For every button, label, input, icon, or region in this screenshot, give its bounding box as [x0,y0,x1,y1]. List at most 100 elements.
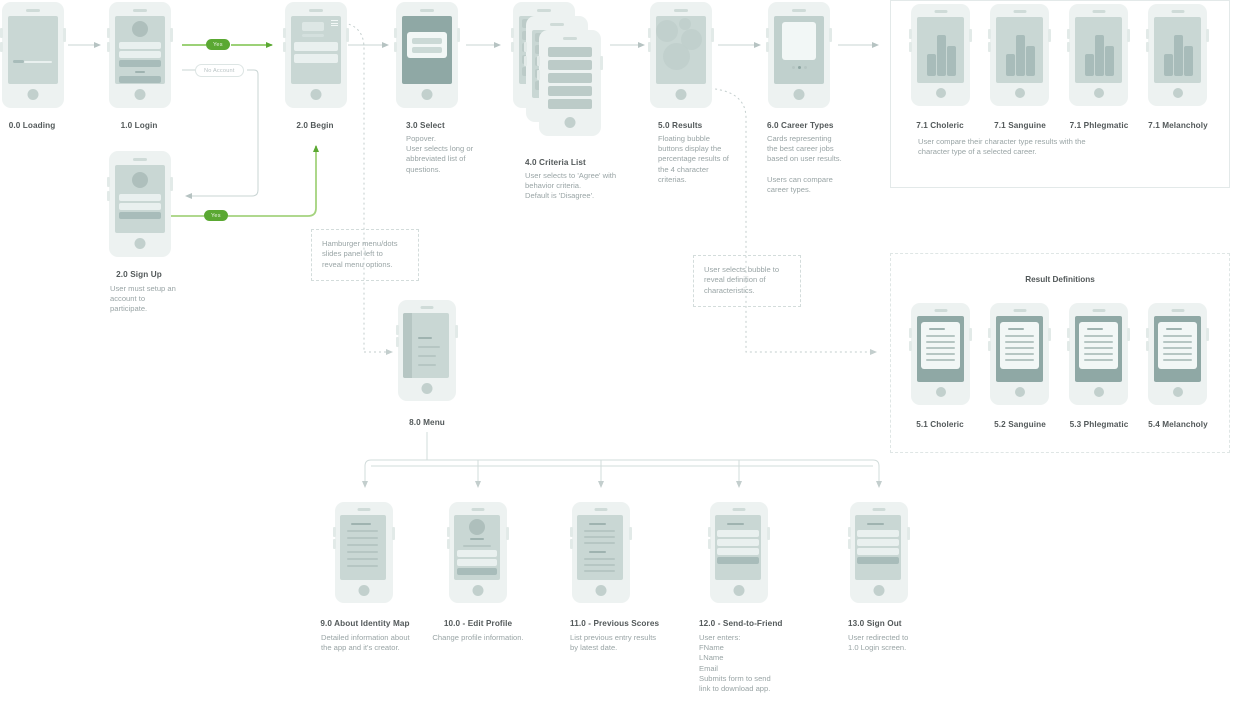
phone-side-button [447,539,450,549]
phone-screen [917,17,964,83]
phone-screen [454,515,500,580]
phone-side-button [447,527,450,537]
phone-speaker [309,9,323,12]
phone-mock-previous-scores [570,502,632,603]
input-field-email [717,548,759,555]
phone-speaker [1013,309,1026,312]
phone-screen [340,515,386,580]
about-body-line [347,565,378,567]
phone-home-button [564,117,576,128]
phone-mock-career [766,2,832,108]
phone-side-button [848,527,851,537]
phone-screen [403,313,449,378]
phone-side-button [1067,341,1070,351]
phone-side-button [969,328,972,341]
phone-screen [1075,17,1122,83]
phone-mock-login [107,2,173,108]
phone-screen [115,165,165,233]
phone-mock-send-to-friend [708,502,770,603]
definition-body-line [1005,335,1034,337]
menu-item-line [418,364,436,366]
phone-side-button [1067,29,1070,39]
phone-side-button [648,28,651,38]
phone-side-button [766,42,769,52]
definition-body-line [926,341,955,343]
phone-home-button [358,585,370,596]
phone-speaker [537,9,551,12]
phone-side-button [0,28,3,38]
phone-side-button [1067,328,1070,338]
phone-speaker [550,23,564,26]
group-item-label-7-1-melancholy: 7.1 Melancholy [1148,121,1208,130]
definition-body-line [926,347,955,349]
secondary-button-placeholder [119,76,161,83]
definition-heading-line [1087,328,1103,330]
group-result-definitions [890,253,1230,453]
result-bubble-phlegmatic[interactable] [681,29,702,50]
definition-body-line [1163,359,1192,361]
phone-screen [855,515,901,580]
about-heading-line [351,523,371,525]
phone-side-button [909,42,912,52]
input-field-placeholder [119,203,161,210]
about-body-line [347,530,378,532]
score-entry-heading [589,523,606,525]
phone-side-button [107,177,110,187]
career-card[interactable] [782,22,816,60]
definition-body-line [1163,347,1192,349]
phone-speaker [471,508,485,511]
chart-bar [927,54,936,76]
phone-side-button [333,527,336,537]
phone-side-button [829,28,832,42]
result-bubble-choleric[interactable] [656,20,678,42]
phone-mock-loading [0,2,66,108]
phone-side-button [767,527,770,540]
screen-label-login: 1.0 Login [120,121,158,130]
definition-heading-line [1008,328,1024,330]
phone-side-button [711,28,714,42]
group-item-label-5-2-sanguine: 5.2 Sanguine [994,420,1046,429]
chart-bar [1006,54,1015,76]
phone-side-button [988,341,991,351]
phone-side-button [629,527,632,540]
definition-body-line [926,335,955,337]
phone-side-button [988,328,991,338]
phone-side-button [506,527,509,540]
primary-button-placeholder [119,212,161,219]
result-bubble-sanguine[interactable] [679,18,691,30]
input-field-placeholder [119,42,161,49]
score-entry-line [584,536,615,538]
group-item-label-5-3-phlegmatic: 5.3 Phlegmatic [1069,420,1129,429]
phone-side-button [570,539,573,549]
chart-bar [1174,35,1183,76]
phone-speaker [1092,309,1105,312]
input-field-placeholder [119,51,161,58]
option-button-placeholder [294,42,338,51]
phone-side-button [1146,328,1149,338]
screen-label-loading: 0.0 Loading [8,121,56,130]
phone-home-button [27,89,39,100]
definition-body-line [1084,341,1113,343]
phone-side-button [988,42,991,52]
menu-item-line [418,355,436,357]
definition-body-line [926,353,955,355]
phone-home-button [1093,88,1104,98]
screen-desc-signup: User must setup an account to participat… [110,284,176,314]
phone-speaker [792,9,806,12]
screen-label-career: 6.0 Career Types [767,121,834,130]
definition-body-line [1005,347,1034,349]
card-pager-dots[interactable] [792,66,807,69]
option-button-placeholder [294,54,338,63]
result-bubble-melancholy[interactable] [663,43,690,70]
connector-pill-no-account: No Account [195,64,244,77]
phone-side-button [107,191,110,201]
phone-side-button [396,337,399,347]
about-body-line [347,551,378,553]
screen-label-sign-out: 13.0 Sign Out [848,619,902,628]
phone-side-button [1048,29,1051,42]
profile-sub-line [463,545,491,547]
phone-side-button [63,28,66,42]
phone-side-button [511,28,514,38]
phone-side-button [1127,29,1130,42]
hamburger-menu-icon[interactable] [331,20,338,28]
